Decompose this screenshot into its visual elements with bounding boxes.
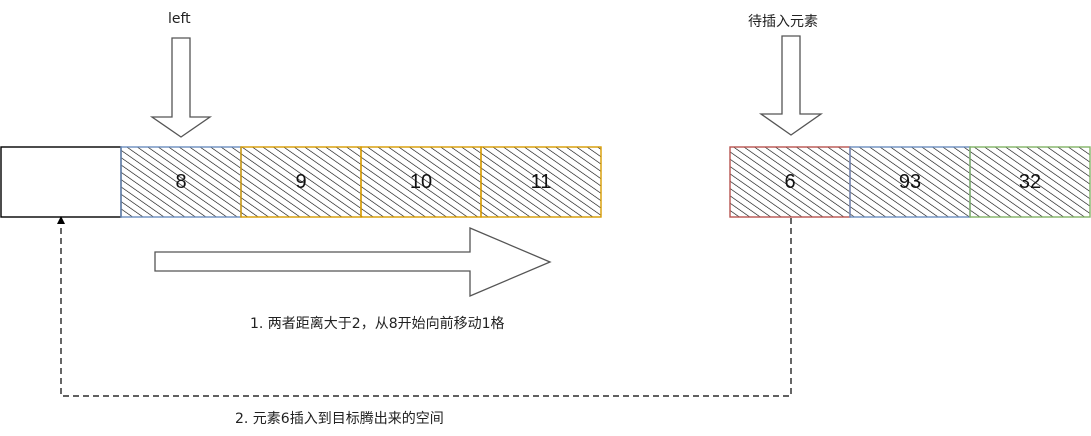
array-cell-value: 6 [784,170,796,193]
array-cell-box [849,146,971,218]
array-cell-value: 10 [409,170,433,193]
arrowhead-icon [57,216,65,224]
insert-pointer-label: 待插入元素 [748,14,818,30]
move-forward-arrow [154,227,552,297]
array-cell-box [969,146,1091,218]
array-cell-value [1,147,121,217]
step1-label: 1. 两者距离大于2，从8开始向前移动1格 [250,316,505,332]
array-cell-value: 32 [1018,170,1042,193]
left-pointer-label: left [168,11,191,27]
insert-pointer-arrow [758,35,824,136]
insert-dashed-connector [60,218,792,397]
step2-label: 2. 元素6插入到目标腾出来的空间 [235,411,444,427]
array-cell-box [360,146,482,218]
array-cell-value: 11 [530,170,552,193]
array-cell-box [240,146,362,218]
array-cell-box [0,146,122,218]
array-cell-value: 93 [898,170,922,193]
array-cell-box [120,146,242,218]
array-cell-box [729,146,851,218]
array-cell-value: 8 [175,170,187,193]
array-cell-box [480,146,602,218]
array-cell-value: 9 [295,170,307,193]
left-pointer-arrow [149,37,213,138]
